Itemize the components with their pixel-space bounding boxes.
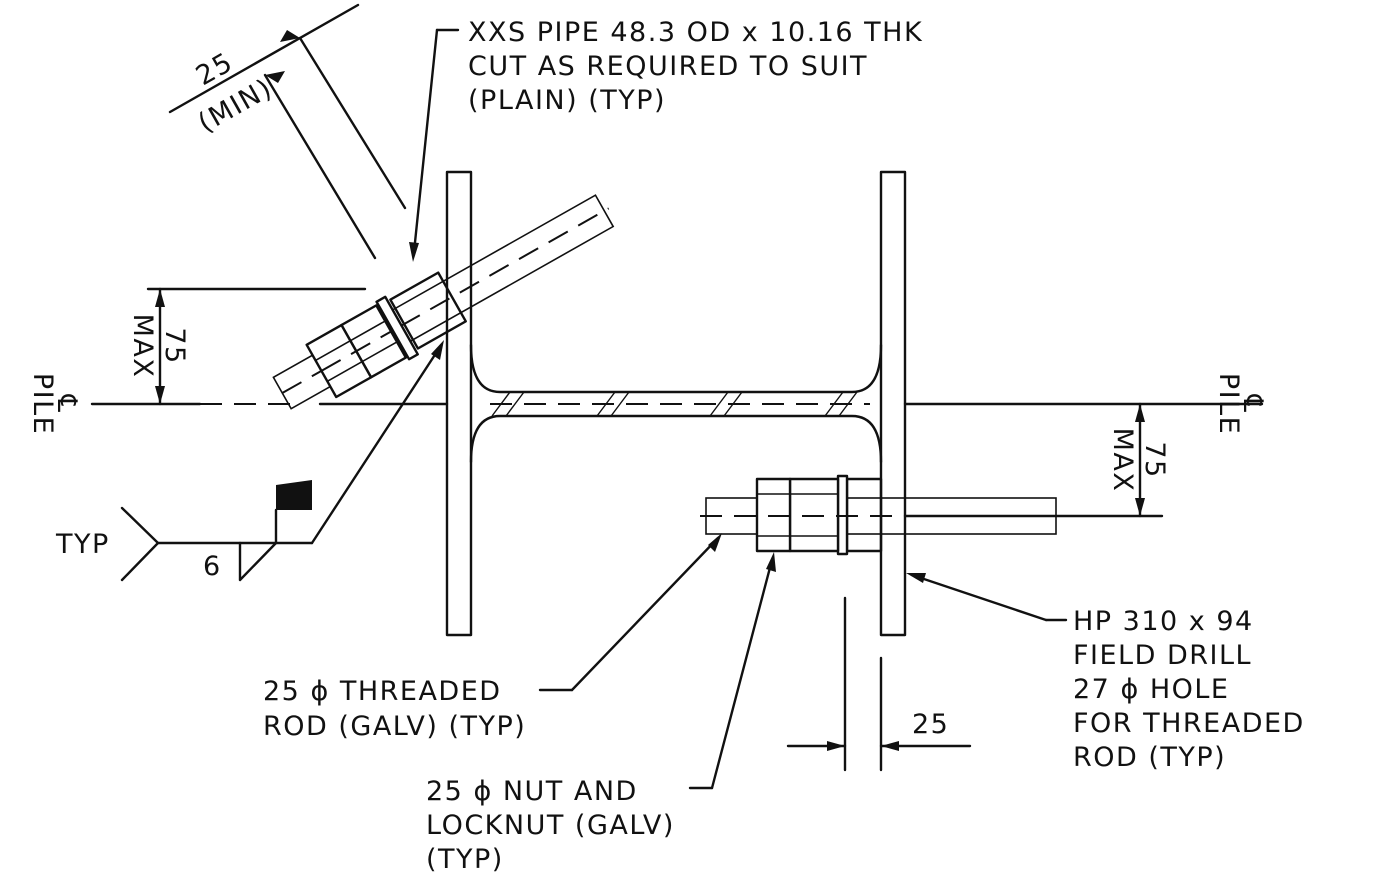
dimension-bottom-25 <box>786 596 972 772</box>
note-threaded-rod-leader <box>538 533 722 692</box>
note-hp-line2: FIELD DRILL <box>1073 640 1252 671</box>
note-threaded-rod-line2: ROD (GALV) (TYP) <box>263 711 526 742</box>
dimension-left-75: 75 <box>159 327 190 364</box>
dimension-right-75: 75 <box>1139 441 1170 478</box>
inclined-rod-assembly <box>272 194 615 410</box>
note-xxs-pipe-line3: (PLAIN) (TYP) <box>468 85 666 116</box>
note-xxs-pipe-line2: CUT AS REQUIRED TO SUIT <box>468 51 868 82</box>
note-nut-locknut-line2: LOCKNUT (GALV) <box>426 810 675 841</box>
left-centerline-label: ℄ PILE <box>27 373 82 435</box>
centerline-label-left: PILE <box>27 373 58 435</box>
weld-typ-label: TYP <box>55 529 110 560</box>
dimension-top-25: 25 <box>191 47 239 92</box>
note-threaded-rod-line1: 25 ϕ THREADED <box>263 676 502 707</box>
horizontal-rod-assembly <box>700 474 1164 556</box>
note-nut-locknut-leader <box>688 552 776 790</box>
centerline-symbol-right: ℄ <box>1237 394 1268 414</box>
note-hp-line3: 27 ϕ HOLE <box>1073 674 1230 705</box>
weld-symbol <box>120 340 444 582</box>
weld-size-label: 6 <box>203 551 222 582</box>
inclined-washer <box>375 295 419 361</box>
note-hp-line5: ROD (TYP) <box>1073 742 1226 773</box>
dimension-25-min <box>168 3 407 260</box>
h-pile-section <box>445 170 907 637</box>
note-hp-section-leader <box>906 573 1068 622</box>
dimension-bottom-25-value: 25 <box>912 709 949 740</box>
dimension-left-75-max <box>146 287 367 406</box>
pile-left-flange <box>445 170 473 637</box>
note-xxs-pipe-line1: XXS PIPE 48.3 OD x 10.16 THK <box>468 17 923 48</box>
centerline-symbol-left: ℄ <box>51 394 82 414</box>
dimension-right-75-max <box>1135 402 1145 518</box>
xxs-pipe-sleeve <box>389 271 467 350</box>
dimension-right-max: MAX <box>1107 428 1138 493</box>
note-nut-locknut-line3: (TYP) <box>426 844 504 875</box>
right-centerline-label: ℄ PILE <box>1213 373 1268 435</box>
note-hp-line4: FOR THREADED <box>1073 708 1305 739</box>
centerline-label-right: PILE <box>1213 373 1244 435</box>
dimension-left-max: MAX <box>127 314 158 379</box>
pile-web <box>469 343 883 394</box>
note-hp-line1: HP 310 x 94 <box>1073 606 1254 637</box>
note-nut-locknut-line1: 25 ϕ NUT AND <box>426 776 638 807</box>
note-xxs-pipe-leader <box>409 28 460 262</box>
pile-right-flange <box>879 170 907 637</box>
